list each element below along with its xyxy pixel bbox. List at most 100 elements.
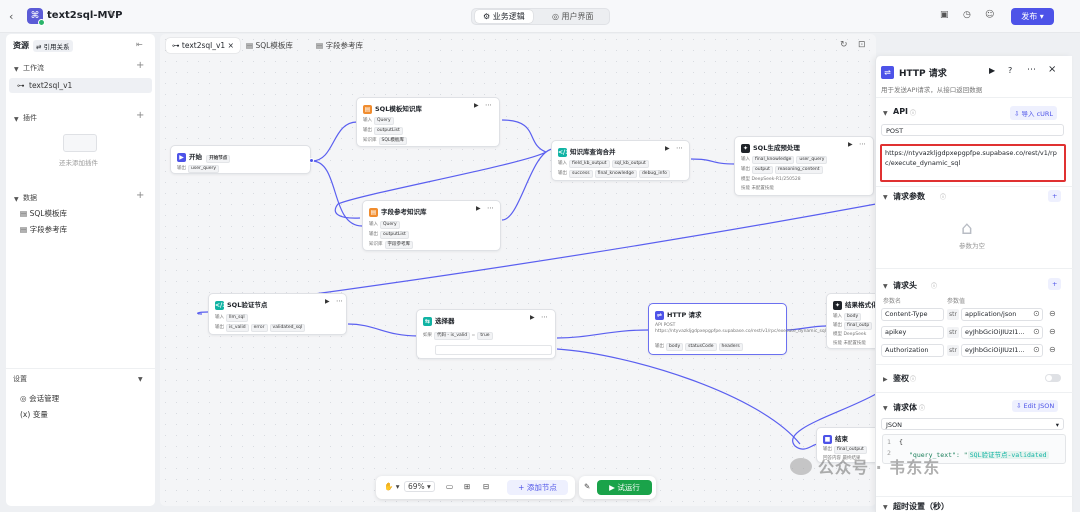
more-icon[interactable]: ⋯ [485, 101, 492, 109]
tab-sql-template[interactable]: ▤ SQL模板库 [246, 41, 293, 50]
more-icon[interactable]: ⋯ [1027, 65, 1036, 75]
chevron-down-icon[interactable]: ▼ [14, 116, 19, 123]
edge-gen-verify [299, 203, 876, 297]
workflow-canvas[interactable]: ⊶ text2sql_v1 × ▤ SQL模板库 ▤ 字段参考库 ↻ ⊡ ▶开始… [160, 34, 876, 506]
publish-button[interactable]: 发布 ▾ [1011, 8, 1054, 25]
import-curl-button[interactable]: ⇩ 导入 cURL [1010, 106, 1058, 120]
chevron-down-icon[interactable]: ▼ [883, 194, 888, 201]
more-icon[interactable]: ⋯ [336, 297, 343, 305]
more-icon[interactable]: ⋯ [859, 140, 866, 148]
sidebar-item-sql-template[interactable]: ▤ SQL模板库 [20, 209, 67, 218]
header-name-input[interactable]: Content-Type [881, 308, 944, 321]
remove-header-icon[interactable]: ⊖ [1049, 309, 1056, 318]
header-value-input[interactable]: eyJhbGciOiJIUzI1... [961, 326, 1043, 339]
auth-toggle[interactable] [1045, 374, 1061, 382]
more-icon[interactable]: ⋯ [487, 204, 494, 212]
help-icon[interactable]: ? [1008, 66, 1013, 75]
top-bar: ‹ ⌘ text2sql-MVP ✎ ⚙ 业务逻辑 ◎ 用户界面 ▣ ◷ ☺ 发… [0, 0, 1080, 33]
run-node-icon[interactable]: ▶ [665, 145, 670, 152]
close-icon[interactable]: × [1048, 64, 1057, 75]
more-icon[interactable]: ⋯ [541, 313, 548, 321]
history-icon[interactable]: ◷ [963, 10, 971, 20]
sidebar-item-label: text2sql_v1 [29, 81, 73, 90]
add-data-icon[interactable]: + [136, 190, 145, 201]
run-node-icon[interactable]: ▶ [474, 102, 479, 109]
add-plugin-icon[interactable]: + [136, 110, 145, 121]
refresh-icon[interactable]: ↻ [840, 40, 848, 50]
chevron-down-icon[interactable]: ▼ [14, 66, 19, 73]
pointer-mode-icon[interactable]: ✋ ▾ [384, 482, 400, 491]
method-select[interactable]: POST [881, 124, 1064, 136]
edit-icon[interactable]: ✎ [108, 10, 116, 20]
variable-icon[interactable]: ⊙ [1033, 345, 1040, 354]
header-value-input[interactable]: eyJhbGciOiJIUzI1... [961, 344, 1043, 357]
remove-header-icon[interactable]: ⊖ [1049, 345, 1056, 354]
sidebar-item-variables[interactable]: (x) 变量 [20, 410, 48, 419]
header-name-input[interactable]: Authorization [881, 344, 944, 357]
add-workflow-icon[interactable]: + [136, 60, 145, 71]
wrench-icon[interactable]: ✎ [584, 482, 591, 491]
chevron-down-icon[interactable]: ▼ [883, 283, 888, 290]
collaborators-icon[interactable]: ☺ [985, 10, 995, 20]
run-node-icon[interactable]: ▶ [989, 66, 996, 75]
chevron-down-icon[interactable]: ▼ [883, 504, 888, 511]
output-port[interactable] [309, 158, 314, 163]
node-http-request[interactable]: ⇌HTTP 请求 API POST https://ntyvazkljgdpxe… [648, 303, 826, 355]
sidebar-item-session[interactable]: ◎ 会话管理 [20, 394, 60, 403]
preview-icon[interactable]: ▣ [940, 10, 949, 20]
back-icon[interactable]: ‹ [9, 10, 14, 23]
chevron-down-icon[interactable]: ▼ [138, 376, 143, 383]
divider [6, 368, 155, 369]
node-selector[interactable]: ⇆选择器 ▶ ⋯ 如果代码 - is_valid =true [416, 309, 556, 359]
sidebar-item-field-reference[interactable]: ▤ 字段参考库 [20, 225, 68, 234]
run-node-icon[interactable]: ▶ [325, 298, 330, 305]
split-view-icon[interactable]: ⊡ [858, 40, 866, 50]
edit-json-button[interactable]: ⇩ Edit JSON [1012, 400, 1059, 412]
zoom-select[interactable]: 69% ▾ [404, 481, 435, 492]
edge-verify-selector [347, 323, 419, 337]
body-code-editor[interactable]: 1 { 2 "query_text": "SQL验证节点-validated [882, 434, 1066, 464]
test-run-button[interactable]: ▶ 试运行 [597, 480, 652, 495]
header-name-input[interactable]: apikey [881, 326, 944, 339]
minimap-icon[interactable]: ⊟ [483, 482, 490, 491]
run-node-icon[interactable]: ▶ [530, 314, 535, 321]
run-node-icon[interactable]: ▶ [476, 205, 481, 212]
reference-relation-button[interactable]: ⇄ 引用关系 [33, 40, 73, 52]
header-value-input[interactable]: application/json [961, 308, 1043, 321]
layout-icon[interactable]: ⊞ [464, 482, 471, 491]
collapse-sidebar-icon[interactable]: ⇤ [136, 40, 143, 49]
chevron-right-icon[interactable]: ▶ [883, 376, 888, 383]
edge-format-end [792, 393, 876, 450]
url-input[interactable]: https://ntyvazkljgdpxepgpfpe.supabase.co… [880, 144, 1066, 182]
chevron-down-icon[interactable]: ▼ [883, 110, 888, 117]
more-icon[interactable]: ⋯ [676, 144, 683, 152]
mode-user-interface[interactable]: ◎ 用户界面 [552, 12, 594, 21]
variable-icon[interactable]: ⊙ [1033, 327, 1040, 336]
tab-text2sql[interactable]: ⊶ text2sql_v1 × [166, 38, 240, 53]
comment-icon[interactable]: ▭ [446, 482, 454, 491]
param-name-column: 参数名 [883, 298, 902, 305]
code-icon: </> [215, 300, 228, 310]
auth-section-label: 鉴权 [893, 374, 909, 383]
chat-icon: ◎ [20, 394, 27, 403]
body-type-select[interactable]: JSON ▾ [881, 418, 1064, 430]
add-node-button[interactable]: + 添加节点 [507, 480, 568, 495]
sidebar-item-text2sql[interactable]: ⊶ text2sql_v1 [9, 78, 152, 93]
chevron-down-icon[interactable]: ▼ [14, 196, 19, 203]
remove-header-icon[interactable]: ⊖ [1049, 327, 1056, 336]
variable-icon[interactable]: ⊙ [1033, 309, 1040, 318]
mode-business-logic[interactable]: ⚙ 业务逻辑 [475, 10, 533, 23]
tab-field-reference[interactable]: ▤ 字段参考库 [316, 41, 363, 50]
chevron-down-icon[interactable]: ▼ [883, 405, 888, 412]
add-header-button[interactable]: + [1048, 278, 1062, 290]
run-node-icon[interactable]: ▶ [848, 141, 853, 148]
add-param-button[interactable]: + [1048, 190, 1062, 202]
